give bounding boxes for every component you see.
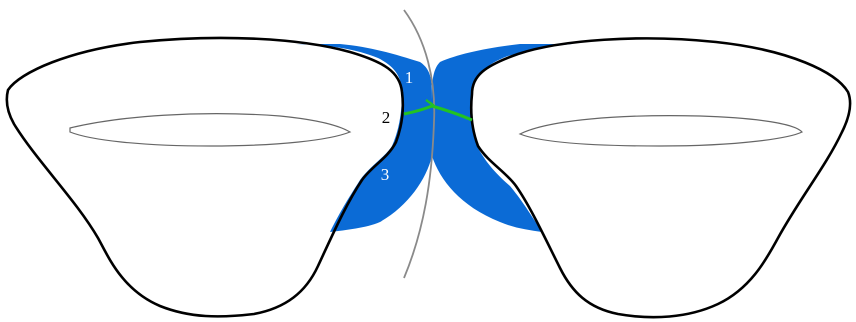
- left-inner-eye: [69, 113, 352, 147]
- right-inner-eye: [518, 115, 803, 147]
- label-1: 1: [405, 68, 414, 87]
- right-lobe-outline: [469, 37, 852, 319]
- center-midline: [403, 9, 436, 279]
- green-connector-left: [403, 104, 433, 116]
- green-connector-top: [425, 99, 435, 107]
- green-connector-right: [431, 104, 473, 122]
- label-2: 2: [382, 108, 391, 127]
- left-blue-region: [296, 44, 434, 232]
- right-blue-region: [432, 44, 572, 232]
- label-3: 3: [381, 165, 390, 184]
- left-lobe-outline: [5, 36, 405, 318]
